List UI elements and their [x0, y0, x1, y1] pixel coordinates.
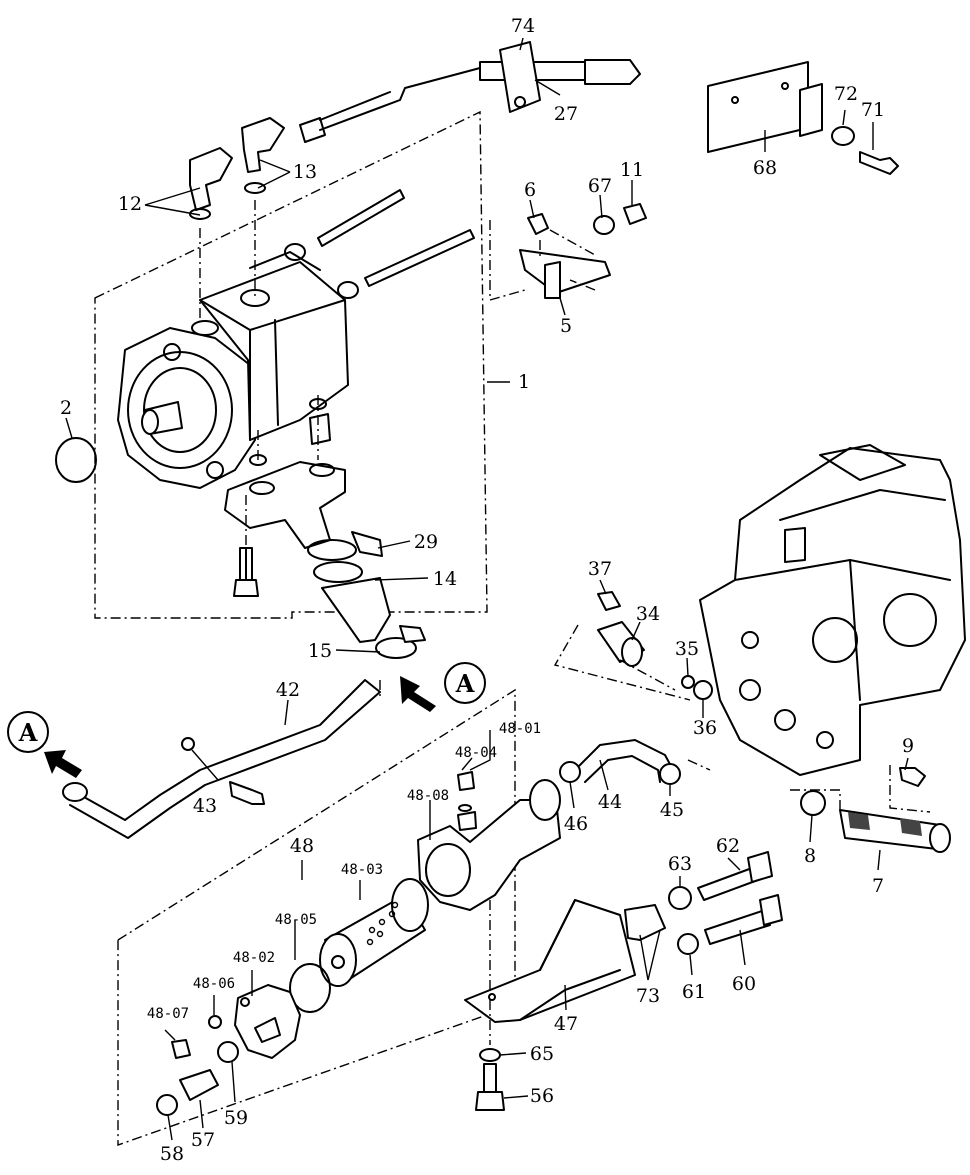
callout-44: 44 — [598, 791, 622, 813]
callout-48-02: 48-02 — [233, 950, 275, 966]
callout-47: 47 — [554, 1013, 578, 1035]
callout-46: 46 — [564, 813, 588, 835]
callout-2: 2 — [60, 397, 72, 419]
bracket-5 — [519, 203, 647, 299]
filter-cover — [234, 984, 301, 1059]
callout-14: 14 — [433, 568, 457, 590]
callout-15: 15 — [308, 640, 332, 662]
callout-11: 11 — [620, 159, 644, 181]
callout-48-07: 48-07 — [147, 1006, 189, 1022]
callout-35: 35 — [675, 638, 699, 660]
callout-48: 48 — [290, 835, 314, 857]
view-marker-a-left: A — [18, 718, 38, 747]
bolts-60-62 — [668, 851, 783, 955]
callout-37: 37 — [588, 558, 612, 580]
callout-73: 73 — [636, 985, 660, 1007]
callout-8: 8 — [804, 845, 816, 867]
callout-58: 58 — [160, 1143, 184, 1165]
callout-60: 60 — [732, 973, 756, 995]
callout-43: 43 — [193, 795, 217, 817]
o-ring-48-05 — [289, 963, 331, 1013]
pin-7 — [800, 767, 951, 853]
elbow-fittings — [189, 117, 326, 220]
callout-61: 61 — [682, 981, 706, 1003]
callout-1: 1 — [518, 371, 530, 393]
callout-63: 63 — [668, 853, 692, 875]
filter-cartridge — [319, 878, 429, 987]
bolt-56 — [475, 1048, 505, 1111]
callout-65: 65 — [530, 1043, 554, 1065]
callout-48-04: 48-04 — [455, 745, 497, 761]
hose-44 — [559, 739, 681, 785]
filter-housing — [417, 771, 561, 911]
callout-48-08: 48-08 — [407, 788, 449, 804]
callout-5: 5 — [560, 315, 572, 337]
pipe-42 — [62, 679, 381, 839]
callout-29: 29 — [414, 531, 438, 553]
callout-labels: 74 27 68 72 71 12 13 6 67 11 5 1 2 29 14… — [60, 15, 914, 1165]
callout-57: 57 — [191, 1129, 215, 1151]
hydraulic-pump — [117, 251, 349, 489]
callout-68: 68 — [753, 157, 777, 179]
bracket-47 — [464, 899, 666, 1023]
callout-62: 62 — [716, 835, 740, 857]
small-fittings — [156, 1015, 239, 1116]
callout-74: 74 — [511, 15, 535, 37]
transmission-housing — [699, 444, 966, 776]
callout-27: 27 — [554, 103, 578, 125]
suction-hose — [319, 41, 641, 131]
callout-56: 56 — [530, 1085, 554, 1107]
callout-67: 67 — [588, 175, 612, 197]
callout-48-03: 48-03 — [341, 862, 383, 878]
callout-71: 71 — [861, 99, 885, 121]
callout-59: 59 — [224, 1107, 248, 1129]
callout-34: 34 — [636, 603, 660, 625]
pump-studs — [284, 189, 475, 299]
callout-36: 36 — [693, 717, 717, 739]
cover-plate — [707, 61, 899, 175]
view-arrow-right: A — [400, 662, 486, 712]
callout-7: 7 — [872, 875, 884, 897]
hose-adapter — [307, 531, 426, 659]
callout-48-01: 48-01 — [499, 721, 541, 737]
leader-lines — [65, 37, 909, 1141]
callout-48-05: 48-05 — [275, 912, 317, 928]
pump-assembly-frame — [94, 110, 488, 619]
callout-13: 13 — [293, 161, 317, 183]
callout-72: 72 — [834, 83, 858, 105]
callout-42: 42 — [276, 679, 300, 701]
callout-45: 45 — [660, 799, 684, 821]
callout-6: 6 — [524, 179, 536, 201]
fitting-34 — [597, 591, 713, 700]
callout-48-06: 48-06 — [193, 976, 235, 992]
callout-12: 12 — [118, 193, 142, 215]
view-marker-a-right: A — [455, 669, 475, 698]
o-ring-2 — [55, 437, 97, 483]
callout-9: 9 — [902, 735, 914, 757]
view-arrow-left: A — [7, 711, 82, 778]
